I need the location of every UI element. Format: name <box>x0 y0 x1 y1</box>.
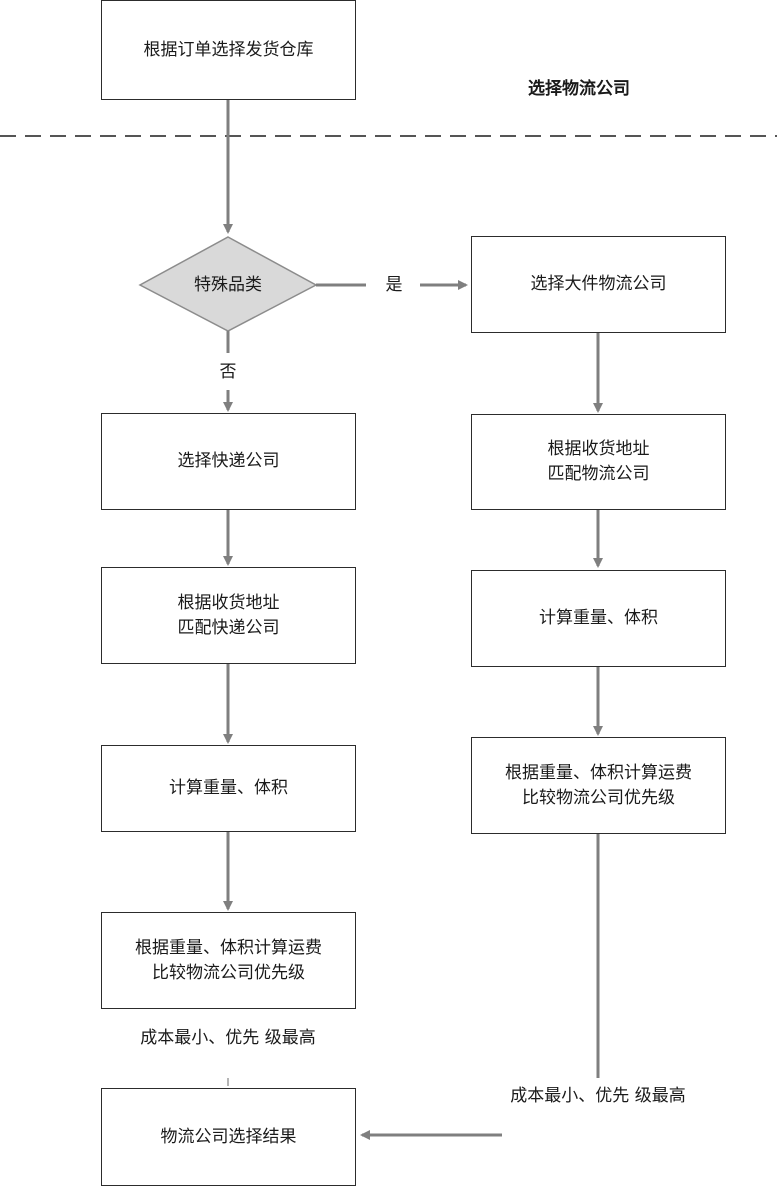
yes-label: 是 <box>378 273 410 298</box>
select-warehouse-label: 根据订单选择发货仓库 <box>143 39 314 60</box>
left-match-line-2: 匹配快递公司 <box>177 617 280 638</box>
no-label: 否 <box>212 360 244 385</box>
right-compare-line-2: 比较物流公司优先级 <box>522 787 675 808</box>
select-bulky-label: 选择大件物流公司 <box>530 274 667 295</box>
section-title: 选择物流公司 <box>528 79 630 99</box>
left-match-box: 根据收货地址 匹配快递公司 <box>101 567 356 664</box>
right-criteria-label: 成本最小、优先 级最高 <box>508 1084 688 1109</box>
select-express-box: 选择快递公司 <box>101 413 356 510</box>
left-criteria-line-2: 级最高 <box>264 1028 316 1048</box>
right-match-box: 根据收货地址 匹配物流公司 <box>471 414 726 510</box>
left-calc-box: 计算重量、体积 <box>101 745 356 832</box>
left-criteria-line-1: 成本最小、优先 <box>140 1028 260 1048</box>
left-calc-label: 计算重量、体积 <box>169 778 288 799</box>
left-compare-line-2: 比较物流公司优先级 <box>152 962 305 983</box>
right-compare-line-1: 根据重量、体积计算运费 <box>505 762 692 783</box>
left-compare-box: 根据重量、体积计算运费 比较物流公司优先级 <box>101 912 356 1009</box>
right-calc-box: 计算重量、体积 <box>471 570 726 667</box>
right-match-line-1: 根据收货地址 <box>547 439 650 460</box>
left-match-line-1: 根据收货地址 <box>177 592 280 613</box>
right-calc-label: 计算重量、体积 <box>539 608 658 629</box>
right-compare-box: 根据重量、体积计算运费 比较物流公司优先级 <box>471 737 726 834</box>
right-criteria-line-2: 级最高 <box>634 1086 686 1106</box>
left-compare-line-1: 根据重量、体积计算运费 <box>135 937 322 958</box>
right-match-line-2: 匹配物流公司 <box>547 464 650 484</box>
select-express-label: 选择快递公司 <box>177 451 280 472</box>
result-box: 物流公司选择结果 <box>101 1088 356 1186</box>
result-label: 物流公司选择结果 <box>160 1126 297 1147</box>
left-criteria-label: 成本最小、优先 级最高 <box>138 1026 318 1051</box>
select-bulky-box: 选择大件物流公司 <box>471 236 726 333</box>
select-warehouse-box: 根据订单选择发货仓库 <box>101 0 356 100</box>
right-criteria-line-1: 成本最小、优先 <box>510 1086 630 1106</box>
decision-label: 特殊品类 <box>194 275 262 295</box>
